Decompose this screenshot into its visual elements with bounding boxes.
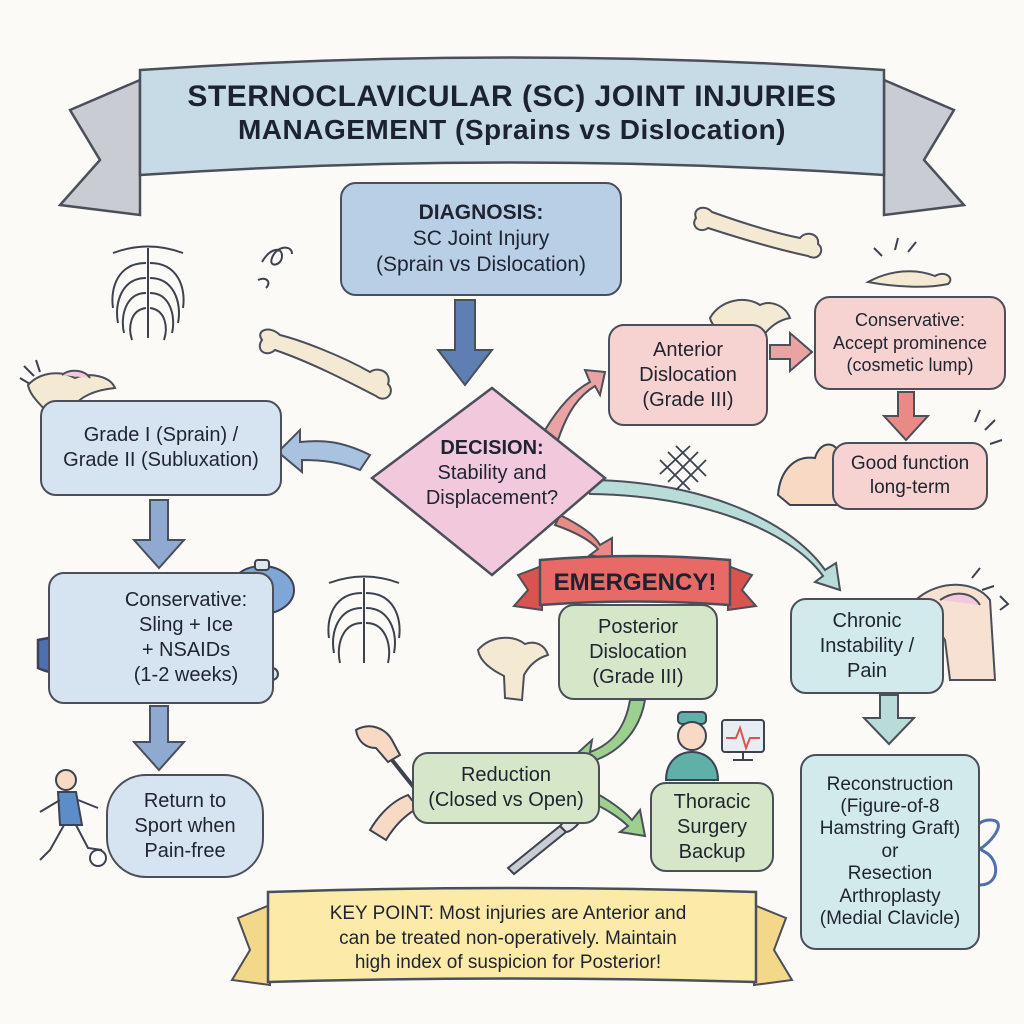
- conservative-line: + NSAIDs: [141, 639, 231, 661]
- arrow-grade12-to-conservative: [131, 499, 187, 570]
- monitor-icon: [721, 719, 765, 761]
- hands-reduction-icon: [354, 725, 420, 842]
- anterior-line: Anterior: [652, 338, 724, 361]
- conservative-line: (1-2 weeks): [133, 664, 239, 686]
- grade-line: Grade II (Subluxation): [63, 449, 259, 471]
- posterior-line: (Grade III): [592, 665, 684, 688]
- key-point-line: can be treated non-operatively. Maintain: [339, 927, 677, 949]
- anterior-dislocation-box: Anterior Dislocation (Grade III): [608, 324, 768, 426]
- chronic-line: Chronic: [832, 609, 902, 632]
- diagnosis-heading: DIAGNOSIS:: [418, 200, 544, 224]
- arrow-decision-to-chronic: [583, 478, 842, 592]
- bone-icon: [258, 328, 392, 400]
- conservative-accept-box: Conservative: Accept prominence (cosmeti…: [814, 296, 1006, 390]
- arrow-decision-to-grade12: [276, 427, 372, 475]
- ribcage-icon: [111, 245, 185, 341]
- grade-line: Grade I (Sprain) /: [83, 424, 239, 446]
- scribble-icon: [257, 246, 293, 289]
- reconstruction-line: or: [881, 840, 899, 862]
- diagnosis-line: SC Joint Injury: [412, 226, 550, 250]
- banner-ribbon: [138, 56, 886, 177]
- conservative-line: Conservative:: [124, 589, 248, 611]
- reconstruction-line: (Medial Clavicle): [819, 908, 961, 930]
- chronic-line: Pain: [846, 659, 888, 682]
- key-point-banner: [230, 886, 794, 987]
- banner-left-tail: [57, 78, 142, 217]
- reconstruction-line: Resection: [847, 863, 933, 885]
- emergency-banner: [512, 554, 758, 612]
- ribcage-icon: [327, 575, 401, 664]
- reconstruction-line: Hamstring Graft): [819, 818, 961, 840]
- clavicle-icon: [865, 270, 952, 288]
- return-line: Return to: [143, 789, 227, 812]
- title-line-2: MANAGEMENT (Sprains vs Dislocation): [237, 114, 786, 145]
- thoracic-backup-box: Thoracic Surgery Backup: [650, 782, 774, 872]
- shoulder-icon: [476, 636, 550, 702]
- reconstruction-line: Arthroplasty: [839, 885, 941, 907]
- anterior-line: Dislocation: [639, 363, 737, 386]
- anterior-line: (Grade III): [642, 388, 734, 411]
- reconstruction-line: Reconstruction: [826, 773, 954, 795]
- scalpel-icon: [506, 814, 584, 876]
- arrow-anterior-to-accept: [769, 330, 814, 374]
- motion-marks-icon: [19, 237, 1010, 611]
- conservative-sling-box: Conservative: Sling + Ice + NSAIDs (1-2 …: [48, 572, 274, 704]
- decision-line: Stability and: [437, 462, 547, 484]
- return-line: Pain-free: [144, 839, 226, 862]
- decision-text: DECISION: Stability and Displacement?: [380, 428, 604, 548]
- thoracic-line: Thoracic: [673, 790, 751, 813]
- reduction-line: Reduction: [460, 764, 552, 786]
- decision-diamond: [369, 386, 607, 577]
- surgeon-icon: [664, 711, 720, 781]
- arrow-chronic-to-reconstruction: [861, 694, 917, 746]
- arrow-reduction-to-thoracic: [589, 788, 647, 838]
- accept-line: (cosmetic lump): [846, 355, 974, 376]
- crosshatch-icon: [659, 445, 707, 491]
- accept-line: Conservative:: [854, 310, 966, 331]
- chronic-instability-box: Chronic Instability / Pain: [790, 598, 944, 694]
- emergency-label: EMERGENCY!: [553, 569, 717, 596]
- arrow-accept-to-good: [881, 391, 931, 442]
- conservative-line: Sling + Ice: [139, 614, 233, 636]
- key-point-line: high index of suspicion for Posterior!: [354, 952, 662, 974]
- arrow-diagnosis-to-decision: [435, 299, 495, 387]
- arrow-decision-to-anterior: [543, 368, 607, 442]
- posterior-line: Dislocation: [589, 640, 687, 663]
- posterior-line: Posterior: [597, 615, 679, 638]
- good-function-box: Good function long-term: [832, 442, 988, 510]
- bone-icon: [693, 206, 823, 259]
- good-line: Good function: [850, 453, 970, 475]
- banner-right-tail: [882, 78, 967, 217]
- diagnosis-line: (Sprain vs Dislocation): [375, 253, 587, 277]
- reduction-box: Reduction (Closed vs Open): [412, 752, 600, 824]
- return-to-sport-box: Return to Sport when Pain-free: [106, 774, 264, 878]
- thoracic-line: Backup: [678, 840, 746, 863]
- arrow-conservative-to-return: [131, 705, 187, 772]
- decision-heading: DECISION:: [440, 437, 544, 459]
- reconstruction-line: (Figure-of-8: [840, 795, 940, 817]
- reduction-line: (Closed vs Open): [428, 789, 584, 811]
- chronic-line: Instability /: [819, 634, 915, 657]
- diagnosis-box: DIAGNOSIS: SC Joint Injury (Sprain vs Di…: [340, 182, 622, 296]
- return-line: Sport when: [134, 814, 236, 837]
- posterior-dislocation-box: Posterior Dislocation (Grade III): [558, 604, 718, 700]
- title-banner: [57, 56, 967, 217]
- grade-1-2-box: Grade I (Sprain) / Grade II (Subluxation…: [40, 400, 282, 496]
- reconstruction-box: Reconstruction (Figure-of-8 Hamstring Gr…: [800, 754, 980, 950]
- title-line-1: STERNOCLAVICULAR (SC) JOINT INJURIES: [187, 80, 837, 113]
- good-line: long-term: [869, 477, 951, 498]
- accept-line: Accept prominence: [832, 332, 988, 353]
- key-point-line: KEY POINT: Most injuries are Anterior an…: [329, 903, 687, 924]
- key-point-text: KEY POINT: Most injuries are Anterior an…: [268, 902, 748, 976]
- runner-icon: [39, 769, 107, 867]
- thoracic-line: Surgery: [676, 815, 748, 838]
- decision-line: Displacement?: [425, 487, 559, 509]
